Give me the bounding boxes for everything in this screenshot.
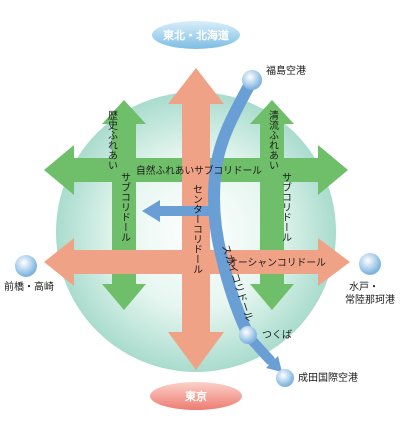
- north-destination-cap: 東北・北海道: [152, 21, 240, 49]
- south-destination-cap: 東京: [150, 382, 242, 410]
- history-corridor-label-col1: 歴史ふれあい: [106, 110, 118, 170]
- south-label: 東京: [185, 389, 207, 403]
- sky-corridor-line: [208, 78, 256, 336]
- history-corridor-label-col2: サブコリドール: [119, 172, 131, 242]
- tsukuba-label: つくば: [262, 329, 292, 341]
- sky-branch-west-arrow: [142, 200, 214, 222]
- mito-label-line2: 常陸那珂港: [345, 293, 395, 306]
- narita-label: 成田国際空港: [298, 371, 358, 384]
- fukushima-dot: [242, 70, 262, 90]
- narita-dot: [276, 369, 294, 387]
- salmon-corridor-arrows: [44, 68, 350, 370]
- tsukuba-dot: [239, 326, 257, 344]
- seiryu-corridor-label-col1: 清流ふれあい: [267, 109, 279, 170]
- mito-dot: [359, 253, 381, 275]
- destination-dots: [15, 70, 381, 387]
- north-label: 東北・北海道: [163, 28, 229, 42]
- seiryu-corridor-label-col2: サブコリドール: [280, 172, 292, 242]
- maebashi-label: 前橋・高崎: [4, 280, 54, 293]
- nature-corridor-label: 自然ふれあいサブコリドール: [136, 164, 262, 177]
- center-corridor-arrow: [168, 68, 224, 370]
- mito-label-line1: 水戸・: [349, 281, 379, 293]
- fukushima-label: 福島空港: [266, 64, 306, 77]
- center-corridor-label: センターコリドール: [191, 184, 203, 274]
- sky-corridor: [142, 78, 282, 372]
- maebashi-dot: [15, 255, 37, 277]
- ocean-corridor-label: オーシャンコリドール: [228, 257, 326, 269]
- sky-branch-narita-arrowhead: [266, 356, 282, 372]
